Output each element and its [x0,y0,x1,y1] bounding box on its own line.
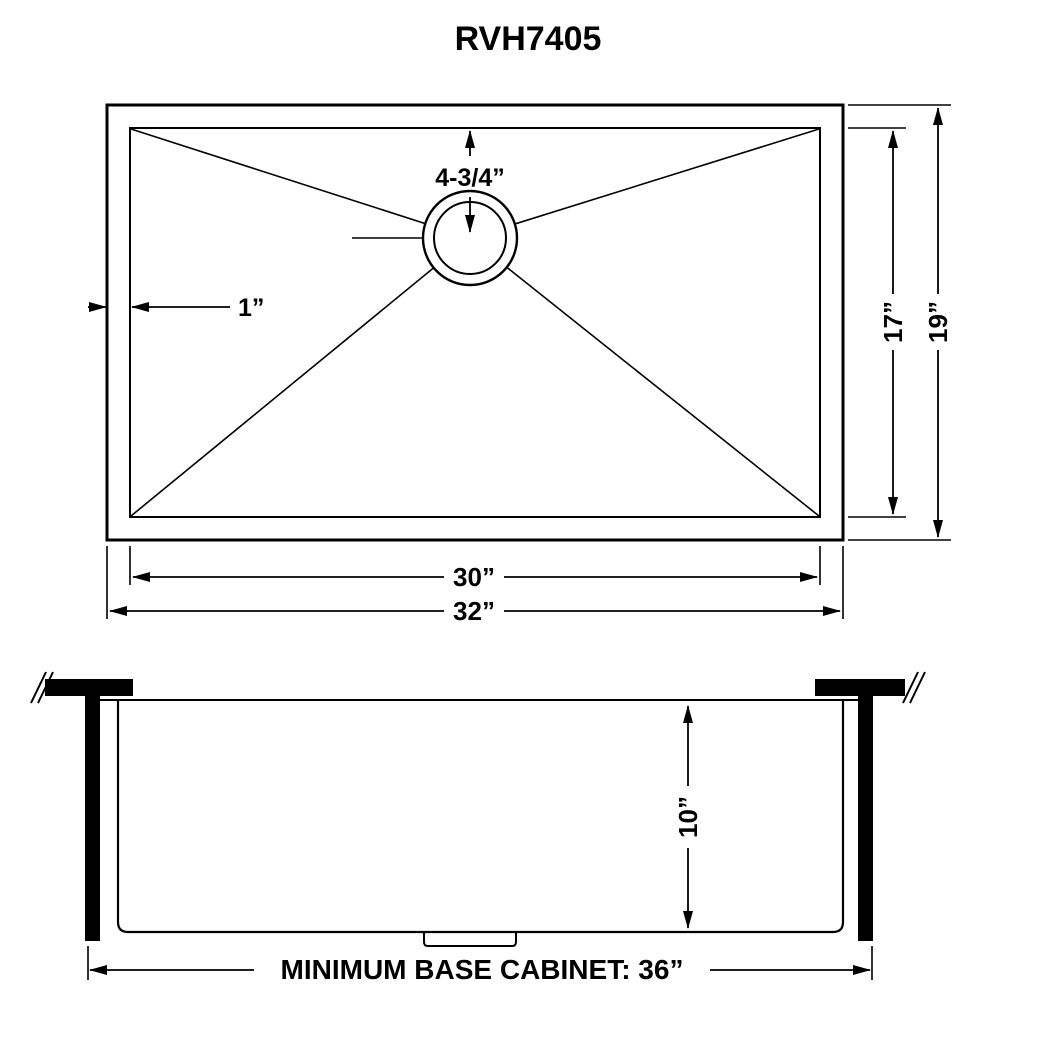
rim-label: 1” [238,294,264,322]
outer-width-label: 32” [453,596,495,626]
sink-outer-rect [105,103,845,542]
depth-label: 10” [673,796,703,838]
countertop-left-hatch-1 [30,671,47,704]
page-title: RVH7405 [455,20,602,58]
depth-dimension: 10” [673,705,703,929]
diagonal-line-top-right [469,128,820,239]
inner-width-dimension: 30” [129,546,821,592]
side-view: 10” MINIMUM BASE CABINET: 36” [30,671,926,985]
drain-offset-dimension: 4-3/4” [435,130,505,233]
cabinet-wall-right [858,696,873,941]
countertop-left [45,679,133,696]
sink-profile [116,700,845,934]
base-cabinet-label: MINIMUM BASE CABINET: 36” [281,954,684,985]
diagonal-line-bottom-right [469,237,820,517]
sink-inner-rect [129,127,821,518]
drain-outlet [423,932,517,947]
drain-offset-label: 4-3/4” [435,164,504,192]
outer-height-label: 19” [923,301,953,343]
inner-height-dimension: 17” [848,127,908,518]
top-view: 4-3/4” 1” 17” 19” [88,103,953,626]
diagonal-line-bottom-left [130,237,471,517]
countertop-right [815,679,905,696]
countertop-left-hatch-2 [37,671,54,704]
cabinet-wall-left [85,696,100,941]
base-cabinet-dimension: MINIMUM BASE CABINET: 36” [87,946,873,985]
inner-height-label: 17” [878,301,908,343]
countertop-right-hatch-1 [902,671,919,704]
diagonal-line-top-left [130,128,471,239]
outer-width-dimension: 32” [106,546,844,626]
inner-width-label: 30” [453,562,495,592]
outer-height-dimension: 19” [848,104,953,541]
rim-dimension: 1” [88,294,264,322]
drain-circle-outer [421,189,519,287]
countertop-right-hatch-2 [909,671,926,704]
